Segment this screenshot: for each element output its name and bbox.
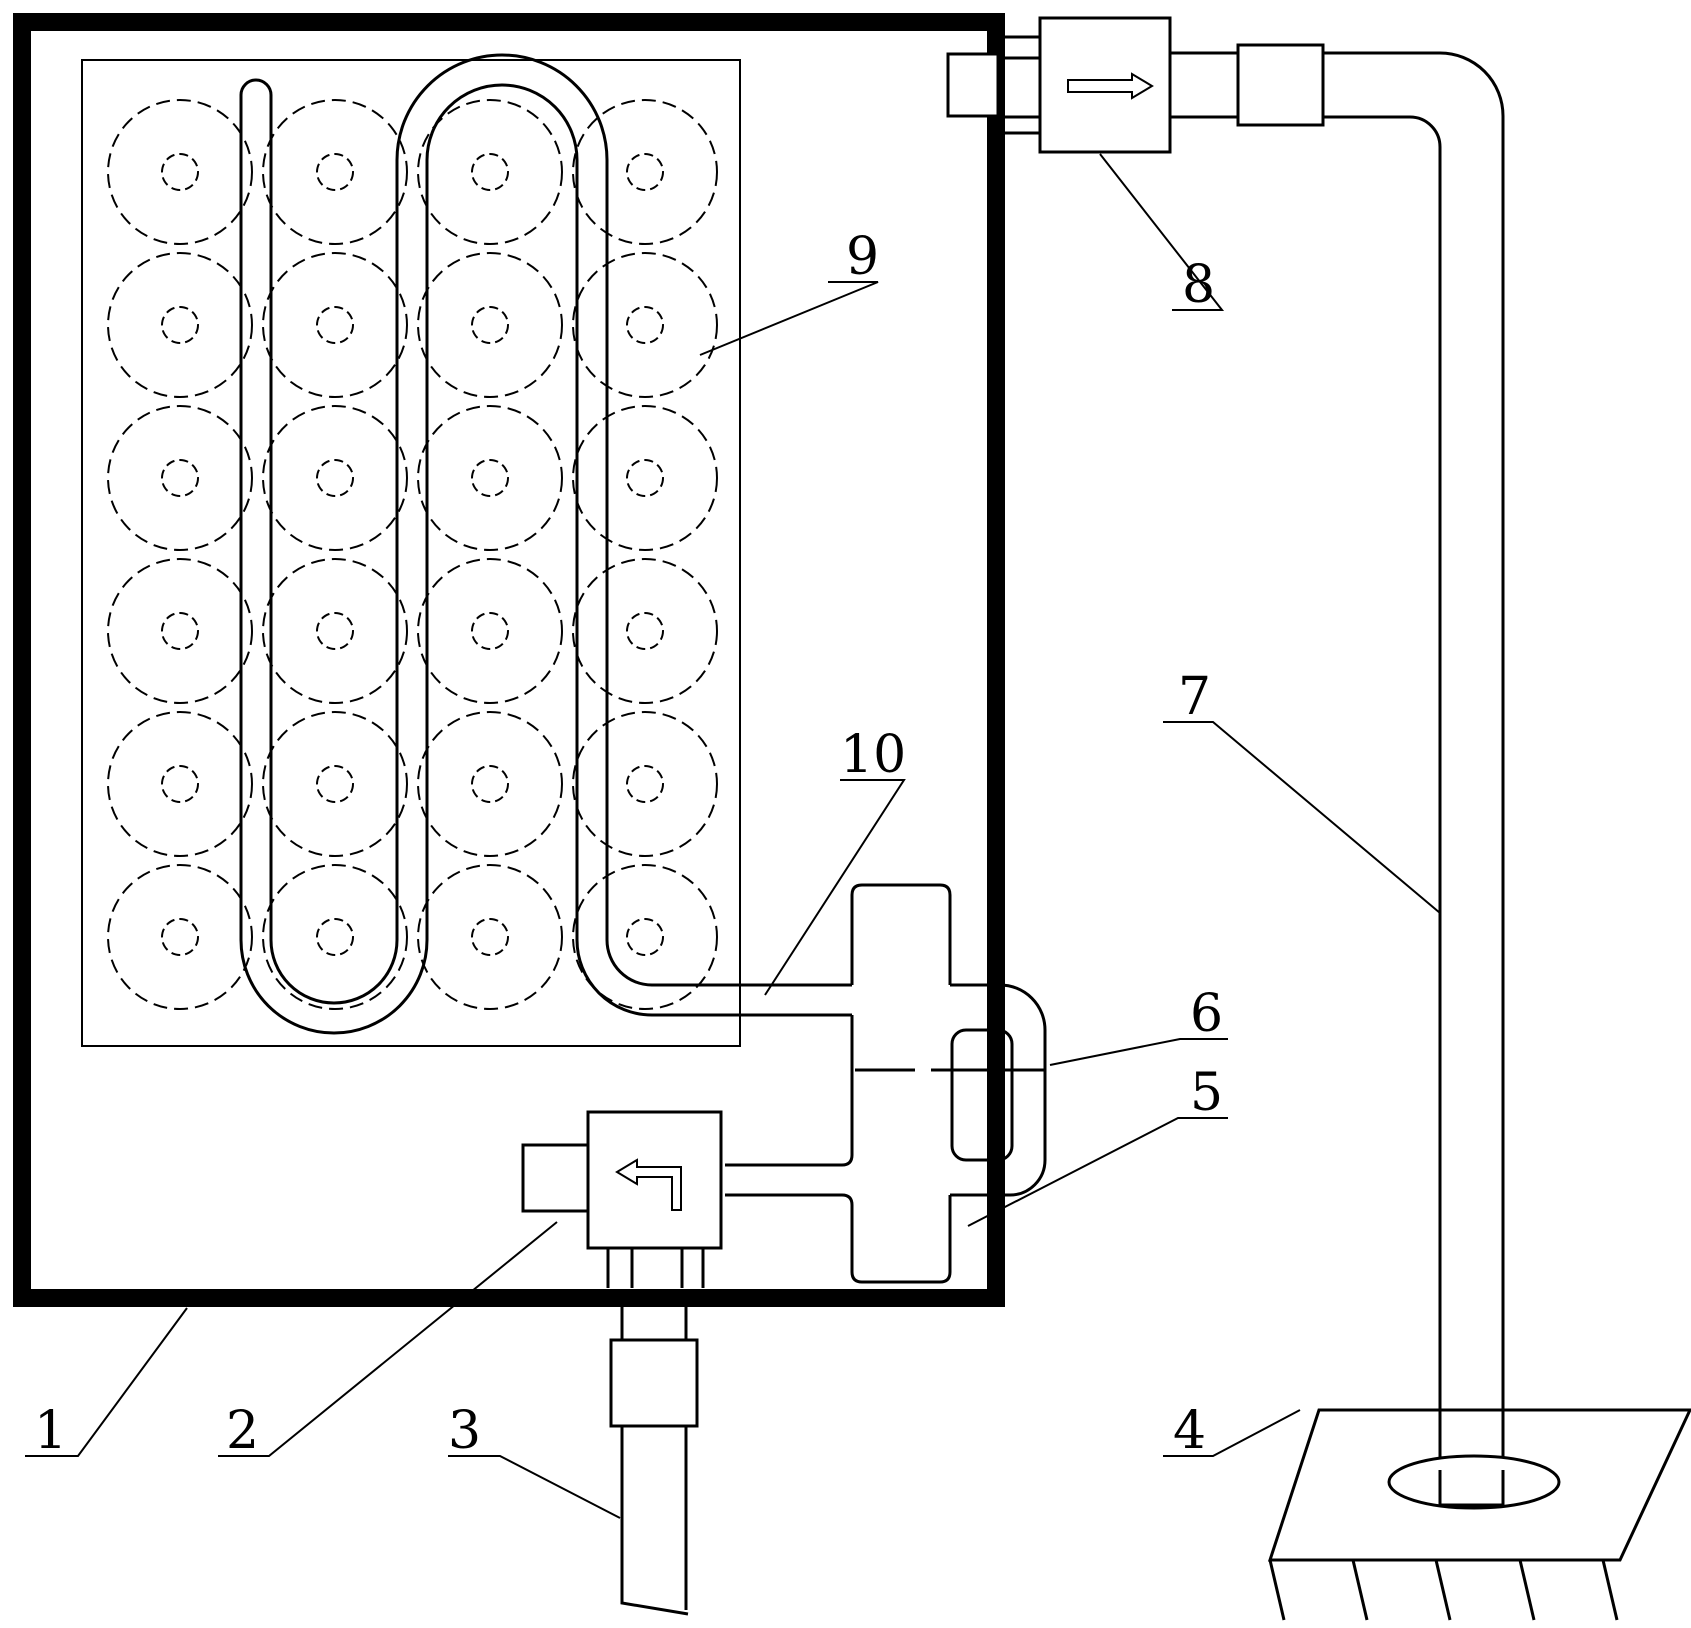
bottom-valve [521,1110,723,1288]
coil-outer-circle [262,252,408,398]
top-valve-actuator [946,52,1000,118]
coil-outer-circle [417,252,563,398]
drain-pipe [609,1298,699,1616]
riser-coupling [1236,43,1325,127]
coil-inner-circle [626,612,664,650]
coil-outer-circle [572,711,718,857]
coil-inner-circle [626,153,664,191]
coil-outer-circle [417,864,563,1010]
coil-inner-circle [316,459,354,497]
drain-coupling [609,1338,699,1428]
coil-inner-circle [161,459,199,497]
coil-outer-circle [572,864,718,1010]
coil-inner-circle [471,153,509,191]
coil-outer-circle [107,558,253,704]
ground-base [1267,1408,1691,1621]
coil-inner-circle [471,459,509,497]
coil-inner-circle [626,918,664,956]
coil-outer-circle [572,405,718,551]
label-2: 2 [226,1401,259,1461]
serpentine-pipe [239,53,852,1035]
coil-inner-circle [471,918,509,956]
coil-grid [107,99,718,1010]
coil-inner-circle [161,612,199,650]
coil-outer-circle [262,864,408,1010]
coil-outer-circle [107,405,253,551]
return-arrow-icon [615,1158,682,1211]
label-9: 9 [846,227,879,287]
top-valve-body [1038,16,1172,154]
cabinet-frame [13,13,1005,1307]
coil-outer-circle [572,252,718,398]
coil-board [81,59,741,1047]
leader-lines [25,153,1441,1519]
coil-inner-circle [161,306,199,344]
coil-outer-circle [262,711,408,857]
coil-inner-circle [471,612,509,650]
coil-outer-circle [417,711,563,857]
label-10: 10 [840,725,906,785]
coil-outer-circle [417,405,563,551]
coil-inner-circle [161,153,199,191]
coil-outer-circle [262,99,408,245]
coil-outer-circle [107,711,253,857]
coil-outer-circle [107,864,253,1010]
coil-inner-circle [161,765,199,803]
coil-outer-circle [417,99,563,245]
top-valve [946,16,1172,154]
label-7: 7 [1178,667,1211,727]
coil-inner-circle [316,612,354,650]
bottom-valve-body [586,1110,723,1250]
manifold-assembly [725,883,1047,1284]
coil-outer-circle [417,558,563,704]
coil-inner-circle [471,765,509,803]
coil-outer-circle [572,558,718,704]
coil-inner-circle [316,765,354,803]
coil-inner-circle [471,306,509,344]
coil-outer-circle [262,405,408,551]
part-labels: 1 2 3 4 5 6 7 8 9 10 [34,227,1223,1461]
coil-inner-circle [626,459,664,497]
coil-outer-circle [262,558,408,704]
coil-inner-circle [316,153,354,191]
coil-inner-circle [626,306,664,344]
coil-inner-circle [316,306,354,344]
coil-inner-circle [161,918,199,956]
label-8: 8 [1182,255,1215,315]
right-arrow-icon [1067,72,1154,100]
label-3: 3 [448,1401,481,1461]
riser-pipe [1170,43,1505,1507]
label-5: 5 [1190,1063,1223,1123]
label-1: 1 [34,1401,67,1461]
coil-outer-circle [107,99,253,245]
label-6: 6 [1190,984,1223,1044]
coil-outer-circle [572,99,718,245]
bottom-valve-actuator [521,1143,590,1213]
label-4: 4 [1173,1401,1206,1461]
coil-inner-circle [316,918,354,956]
coil-inner-circle [626,765,664,803]
coil-outer-circle [107,252,253,398]
